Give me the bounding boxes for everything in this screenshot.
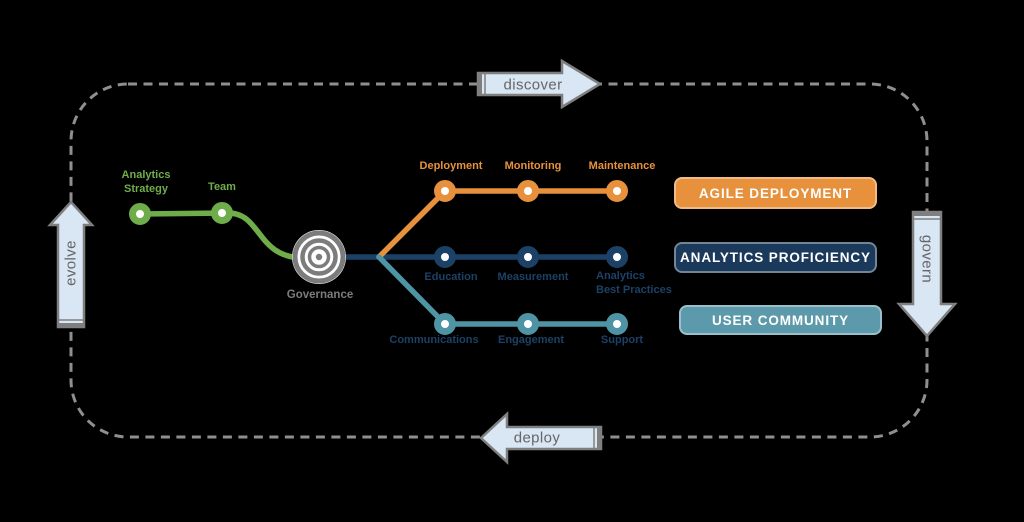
station-label-analytics-best-practices: Analytics Best Practices [596,270,672,296]
station-label-analytics-strategy: Analytics Strategy [121,169,171,195]
station-label-education: Education [424,271,478,283]
station-label-maintenance: Maintenance [588,160,656,172]
discover-arrow-label: discover [503,76,563,94]
station-node-measurement [517,246,539,268]
station-node-analytics-best-practices [606,246,628,268]
agile-deployment-badge: AGILE DEPLOYMENT [674,177,877,209]
station-node-team [211,202,233,224]
deploy-arrow-shape [479,411,603,465]
evolve-arrow-label: evolve [62,240,80,286]
station-label-monitoring: Monitoring [504,160,562,172]
station-node-monitoring [517,180,539,202]
analytics-proficiency-badge: ANALYTICS PROFICIENCY [674,242,877,273]
evolve-arrow [47,200,95,329]
station-node-education [434,246,456,268]
deploy-arrow-label: deploy [513,429,561,447]
governance-hub-outer-ring [292,230,346,284]
user-community-badge: USER COMMUNITY [679,305,882,335]
station-label-communications: Communications [389,334,479,346]
station-label-team: Team [208,181,236,193]
discover-arrow-shape [476,58,603,110]
station-node-engagement [517,313,539,335]
station-label-deployment: Deployment [419,160,483,172]
governance-hub-middle-ring [300,238,338,276]
station-label-support: Support [600,334,644,346]
governance-hub-inner-ring [307,245,331,269]
evolve-arrow-shape [47,200,95,329]
governance-hub [292,230,346,284]
discover-arrow [476,58,603,110]
station-node-support [606,313,628,335]
station-node-maintenance [606,180,628,202]
station-node-deployment [434,180,456,202]
station-node-analytics-strategy [129,203,151,225]
govern-arrow [896,210,958,338]
governance-hub-label: Governance [286,289,354,301]
govern-arrow-shape [896,210,958,338]
governance-hub-center-dot [315,253,323,261]
agile-deployment-line [376,188,620,260]
station-node-communications [434,313,456,335]
station-label-measurement: Measurement [497,271,569,283]
station-label-engagement: Engagement [497,334,565,346]
deploy-arrow [479,411,603,465]
user-community-line [376,254,620,327]
govern-arrow-label: govern [918,234,936,284]
